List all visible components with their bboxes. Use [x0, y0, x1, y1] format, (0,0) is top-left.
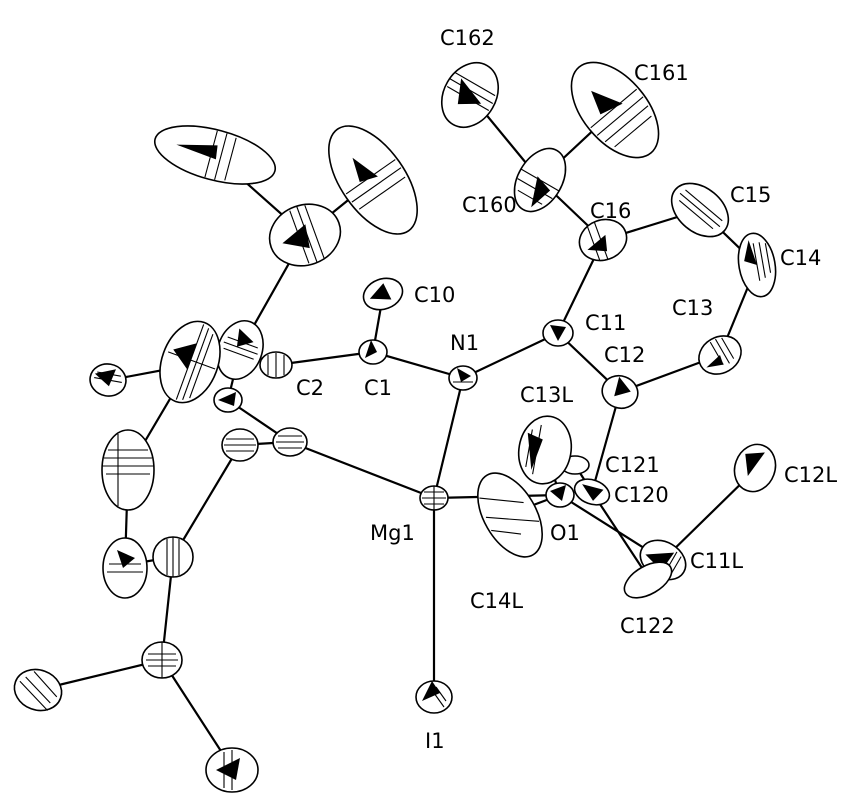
label-C120: C120	[614, 483, 669, 507]
atom-C14L	[477, 472, 543, 558]
bond-Cb-Cl3	[171, 443, 242, 559]
label-N1: N1	[450, 331, 479, 355]
atom-Cring	[216, 320, 264, 380]
atom-C15	[670, 182, 730, 238]
label-C13: C13	[672, 296, 713, 320]
atom-labels: C162 C161 C160 C16 C15 C14 C13 C11 C12 C…	[296, 26, 837, 753]
atom-C13	[698, 335, 742, 375]
label-O1: O1	[550, 521, 580, 545]
atom-Cdown	[205, 747, 259, 793]
atom-C161	[570, 61, 660, 159]
atom-Ca	[213, 387, 243, 413]
atom-Cme	[159, 320, 221, 404]
atom-C10	[362, 277, 404, 311]
atom-C160	[513, 147, 567, 213]
label-C12L: C12L	[784, 463, 837, 487]
label-C15: C15	[730, 183, 771, 207]
label-C11: C11	[585, 311, 626, 335]
bond-N1-C1	[371, 350, 465, 380]
atom-C1a	[153, 125, 277, 185]
atom-Mg1	[419, 485, 449, 511]
atom-C162	[440, 62, 500, 128]
atom-C12L	[733, 443, 777, 493]
label-C2: C2	[296, 376, 324, 400]
label-C11L: C11L	[690, 549, 743, 573]
atom-O1	[545, 482, 575, 508]
atom-C12	[601, 374, 639, 410]
atom-N1	[448, 365, 478, 391]
atom-Cl3	[152, 536, 194, 578]
label-C162: C162	[440, 26, 495, 50]
bond-C12-C120	[590, 390, 622, 494]
atom-C120	[573, 478, 611, 506]
label-C122: C122	[620, 614, 675, 638]
bond-Cbot-Cdown	[160, 658, 232, 767]
atom-C2	[259, 351, 293, 379]
label-C121: C121	[605, 453, 660, 477]
atom-Cb	[221, 428, 259, 462]
atoms	[13, 61, 777, 793]
bond-Mg1-C3	[288, 440, 436, 500]
atom-C16	[578, 218, 628, 262]
label-C16: C16	[590, 199, 631, 223]
label-C12: C12	[604, 343, 645, 367]
atom-I1	[415, 680, 453, 714]
label-C14L: C14L	[470, 589, 523, 613]
atom-C11	[542, 319, 574, 347]
label-Mg1: Mg1	[370, 521, 415, 545]
bond-N1-C11	[461, 331, 560, 380]
atom-Cl1	[101, 429, 155, 511]
bond-C120-C122	[590, 490, 652, 582]
atom-Cup	[268, 203, 342, 267]
label-I1: I1	[425, 729, 445, 753]
atom-C13L	[517, 415, 573, 485]
label-C1: C1	[364, 376, 392, 400]
bond-Mg1-N1	[432, 376, 465, 500]
atom-Cl2	[102, 537, 148, 599]
label-C10: C10	[414, 283, 455, 307]
atom-C122	[623, 561, 673, 599]
atom-C1	[358, 339, 388, 365]
atom-Cmethyl	[89, 363, 127, 397]
atom-C1b	[328, 125, 418, 235]
atom-Cbot	[141, 641, 183, 679]
label-C14: C14	[780, 246, 821, 270]
atom-C3	[272, 427, 308, 457]
atom-C14	[737, 232, 777, 298]
label-C160: C160	[462, 193, 517, 217]
atom-Cleft	[13, 668, 63, 712]
label-C161: C161	[634, 61, 689, 85]
label-C13L: C13L	[520, 383, 573, 407]
